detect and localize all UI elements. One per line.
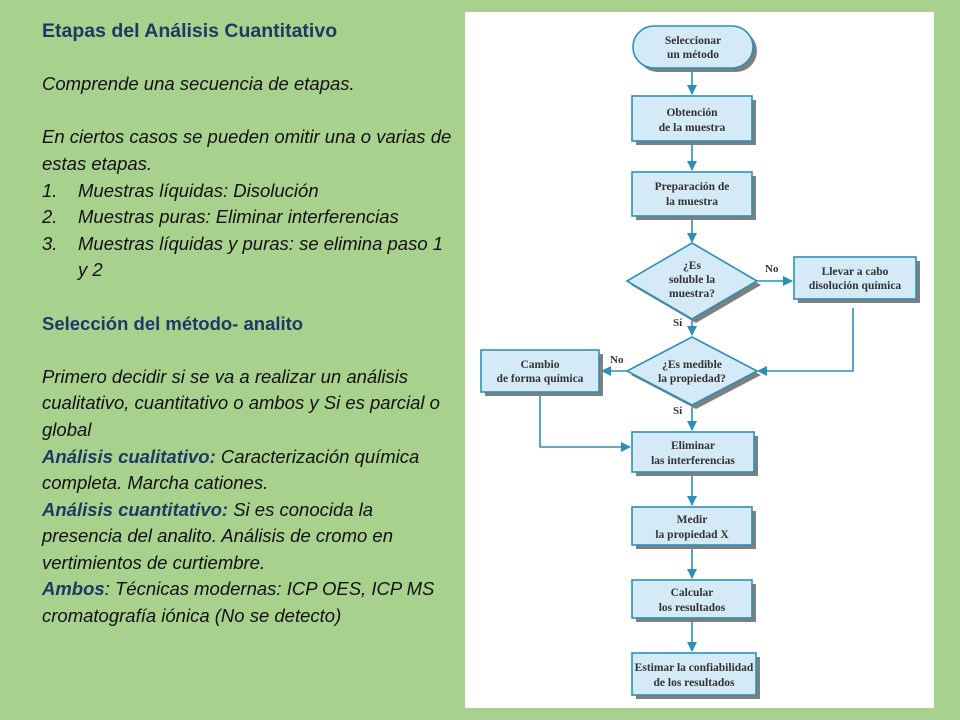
svg-text:¿Es: ¿Es — [683, 260, 701, 272]
svg-text:las interferencias: las interferencias — [651, 455, 735, 467]
no-label: No — [765, 263, 779, 275]
flowchart-panel: Seleccionar un método Obtención de la mu… — [465, 12, 934, 708]
stages-list: 1.Muestras líquidas: Disolución 2.Muestr… — [42, 178, 452, 284]
qualitative-paragraph: Análisis cualitativo: Caracterización qu… — [42, 445, 420, 494]
yes-label: Sí — [673, 405, 683, 417]
svg-text:Eliminar: Eliminar — [671, 440, 715, 452]
chemical-dissolution-node: Llevar a cabo disolución química — [793, 256, 920, 303]
sample-preparation-node: Preparación de la muestra — [631, 171, 756, 220]
svg-text:de la muestra: de la muestra — [659, 122, 726, 134]
svg-text:Seleccionar: Seleccionar — [665, 35, 721, 47]
method-heading: Selección del método- analito — [42, 312, 304, 334]
list-item: 1.Muestras líquidas: Disolución — [42, 179, 319, 201]
chemical-form-change-node: Cambio de forma química — [480, 349, 603, 396]
svg-text:Estimar la confiabilidad: Estimar la confiabilidad — [635, 662, 754, 674]
both-paragraph: Ambos: Técnicas modernas: ICP OES, ICP M… — [42, 578, 435, 627]
text-panel: Etapas del Análisis Cuantitativo Compren… — [42, 18, 452, 630]
svg-text:Obtención: Obtención — [666, 107, 718, 119]
svg-text:Cambio: Cambio — [521, 359, 560, 371]
sample-collection-node: Obtención de la muestra — [631, 95, 756, 145]
svg-text:disolución química: disolución química — [809, 280, 902, 292]
calculate-results-node: Calcular los resultados — [631, 579, 756, 622]
svg-text:de forma química: de forma química — [497, 373, 584, 385]
no-label: No — [610, 354, 624, 366]
slide-title: Etapas del Análisis Cuantitativo — [42, 20, 338, 42]
svg-text:la propiedad?: la propiedad? — [658, 373, 726, 385]
svg-text:un método: un método — [667, 49, 719, 61]
svg-text:Medir: Medir — [677, 514, 708, 526]
omit-paragraph: En ciertos casos se pueden omitir una o … — [42, 126, 452, 174]
list-item: 2.Muestras puras: Eliminar interferencia… — [42, 206, 399, 228]
svg-text:Llevar a cabo: Llevar a cabo — [822, 266, 889, 278]
svg-text:soluble la: soluble la — [669, 274, 716, 286]
svg-text:la propiedad X: la propiedad X — [655, 529, 729, 541]
solubility-decision-node: ¿Es soluble la muestra? — [625, 242, 761, 323]
svg-text:Preparación de: Preparación de — [655, 181, 730, 193]
svg-text:muestra?: muestra? — [669, 288, 715, 300]
eliminate-interferences-node: Eliminar las interferencias — [631, 431, 758, 476]
list-item: 3.Muestras líquidas y puras: se elimina … — [42, 232, 444, 281]
svg-text:Calcular: Calcular — [671, 587, 714, 599]
svg-text:¿Es medible: ¿Es medible — [662, 359, 722, 371]
start-node: Seleccionar un método — [632, 25, 757, 72]
intro-paragraph: Comprende una secuencia de etapas. — [42, 73, 355, 95]
svg-text:los resultados: los resultados — [659, 602, 726, 614]
measurable-decision-node: ¿Es medible la propiedad? — [625, 336, 761, 409]
decide-paragraph: Primero decidir si se va a realizar un a… — [42, 365, 440, 440]
connector-arrow — [757, 308, 854, 376]
flowchart-diagram: Seleccionar un método Obtención de la mu… — [480, 25, 920, 699]
quantitative-paragraph: Análisis cuantitativo: Si es conocida la… — [42, 498, 394, 573]
measure-property-node: Medir la propiedad X — [631, 506, 756, 549]
svg-text:de los resultados: de los resultados — [654, 677, 735, 689]
yes-label: Sí — [673, 317, 683, 329]
estimate-reliability-node: Estimar la confiabilidad de los resultad… — [631, 652, 760, 699]
connector-arrow — [539, 390, 631, 452]
svg-text:la muestra: la muestra — [666, 196, 718, 208]
